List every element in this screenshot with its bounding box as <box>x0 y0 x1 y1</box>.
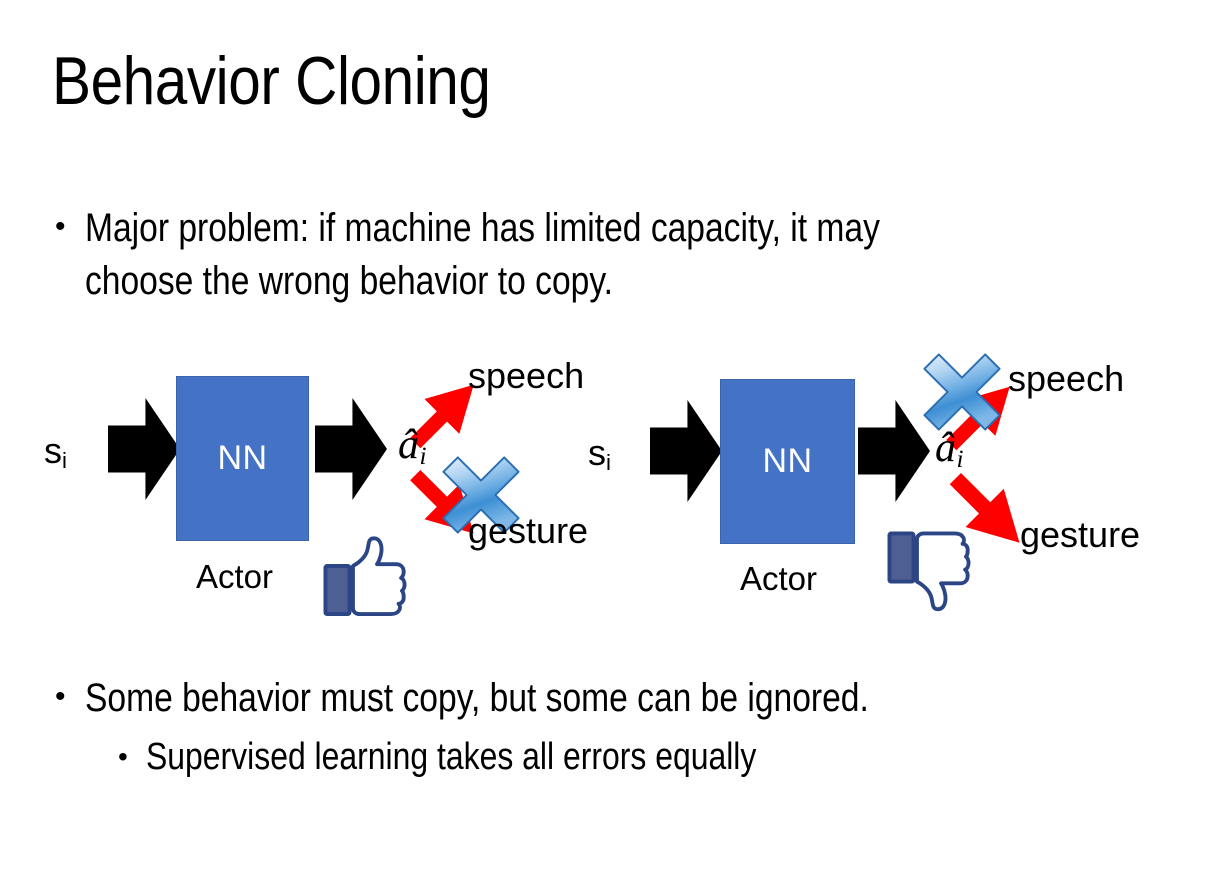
slide-title: Behavior Cloning <box>52 43 491 119</box>
left-input-block-arrow <box>108 398 180 500</box>
right-output-block-arrow <box>858 400 930 502</box>
left-input-state-symbol: s <box>44 430 62 471</box>
left-gesture-label: gesture <box>468 510 588 551</box>
diagram-left: speech gesture <box>108 355 588 617</box>
left-output-action-symbol: â <box>398 422 419 468</box>
left-cross-out-gesture-icon <box>442 456 520 534</box>
right-output-action-symbol: â <box>935 425 956 471</box>
right-gesture-label: gesture <box>1020 514 1140 555</box>
left-output-block-arrow <box>315 398 387 500</box>
right-input-state-label: si <box>588 432 611 475</box>
right-speech-label: speech <box>1008 358 1124 399</box>
right-output-action-label: âi <box>935 425 964 472</box>
left-nn-box-label: NN <box>217 439 268 477</box>
left-output-action-label: âi <box>398 422 427 469</box>
right-input-state-subscript: i <box>606 449 611 475</box>
left-input-state-label: si <box>44 430 67 473</box>
left-thumbs-up-icon <box>323 536 407 617</box>
bullet-marker-icon: • <box>55 680 66 713</box>
left-nn-box: NN <box>176 376 309 541</box>
bullet-marker-icon: • <box>55 210 66 243</box>
right-input-state-symbol: s <box>588 432 606 473</box>
right-nn-box-label: NN <box>762 442 813 480</box>
left-speech-arrow <box>410 384 474 449</box>
right-thumbs-down-icon <box>887 531 971 612</box>
left-actor-caption: Actor <box>196 558 274 595</box>
right-output-action-subscript: i <box>956 445 964 473</box>
diagram-right: speech gesture <box>650 353 1140 612</box>
right-gesture-arrow <box>949 473 1020 543</box>
bullet-some-behavior-text: Some behavior must copy, but some can be… <box>85 676 869 720</box>
right-nn-box: NN <box>720 379 855 544</box>
bullet-major-problem-text: Major problem: if machine has limited ca… <box>85 206 890 304</box>
left-input-state-subscript: i <box>62 447 67 473</box>
bullet-some-behavior: • Some behavior must copy, but some can … <box>55 672 1175 724</box>
bullet-marker-icon: • <box>118 741 128 772</box>
left-speech-label: speech <box>468 355 584 396</box>
left-output-action-subscript: i <box>419 442 427 470</box>
bullet-supervised-learning: • Supervised learning takes all errors e… <box>118 733 1178 782</box>
bullet-supervised-learning-text: Supervised learning takes all errors equ… <box>146 736 757 778</box>
right-cross-out-speech-icon <box>923 353 1001 431</box>
right-input-block-arrow <box>650 400 722 502</box>
right-actor-caption: Actor <box>740 560 818 597</box>
bullet-major-problem: • Major problem: if machine has limited … <box>55 202 1165 308</box>
